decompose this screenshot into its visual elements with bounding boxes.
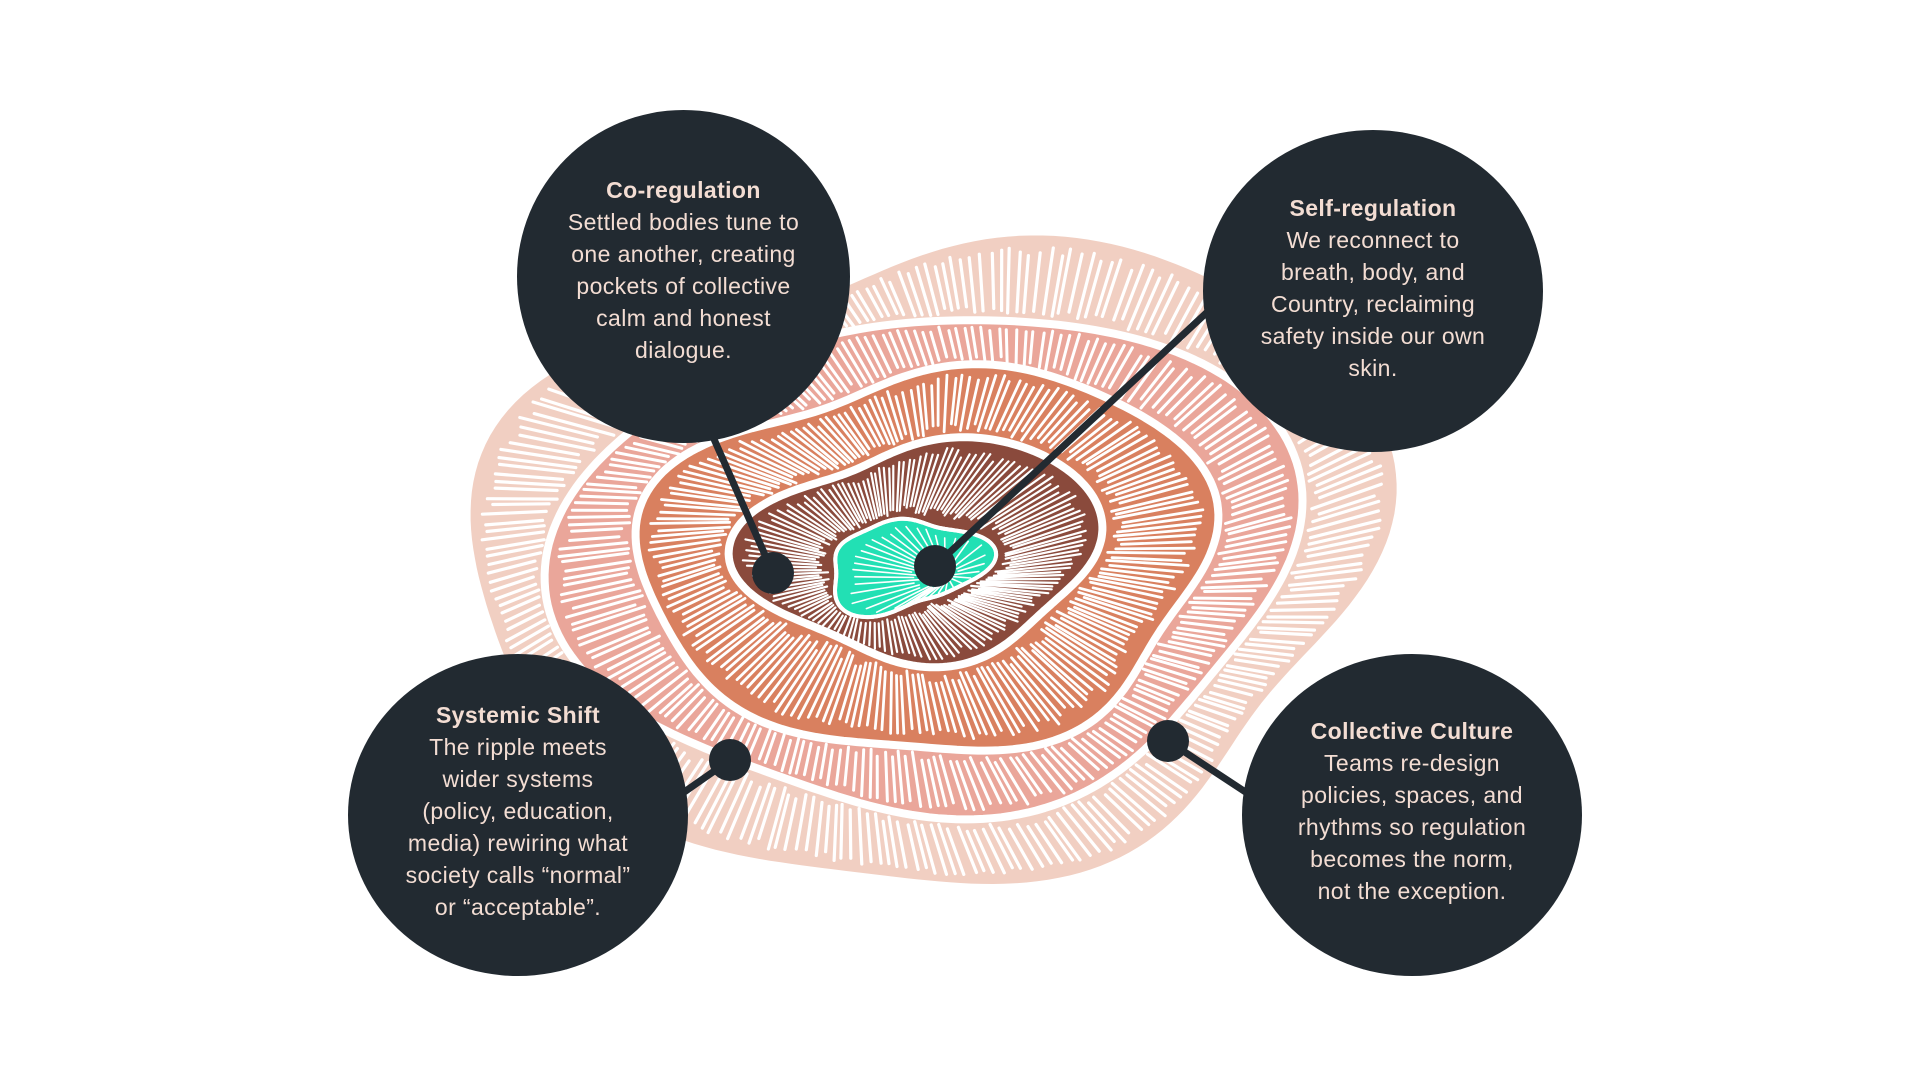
collective-culture-description: Teams re-design policies, spaces, and rh… <box>1298 747 1526 907</box>
co-regulation-description: Settled bodies tune to one another, crea… <box>568 206 799 366</box>
self-regulation-connector-dot <box>914 545 956 587</box>
co-regulation-connector-dot <box>752 552 794 594</box>
collective-culture-bubble: Collective Culture Teams re-design polic… <box>1242 654 1582 976</box>
collective-culture-title: Collective Culture <box>1311 715 1514 747</box>
systemic-shift-title: Systemic Shift <box>436 699 600 731</box>
self-regulation-title: Self-regulation <box>1289 192 1456 224</box>
self-regulation-bubble: Self-regulation We reconnect to breath, … <box>1203 130 1543 452</box>
co-regulation-title: Co-regulation <box>606 174 761 206</box>
systemic-shift-bubble: Systemic Shift The ripple meets wider sy… <box>348 654 688 976</box>
co-regulation-bubble: Co-regulation Settled bodies tune to one… <box>517 110 850 443</box>
collective-culture-connector-dot <box>1147 720 1189 762</box>
systemic-shift-connector-dot <box>709 739 751 781</box>
systemic-shift-description: The ripple meets wider systems (policy, … <box>406 731 631 923</box>
self-regulation-description: We reconnect to breath, body, and Countr… <box>1261 224 1485 384</box>
